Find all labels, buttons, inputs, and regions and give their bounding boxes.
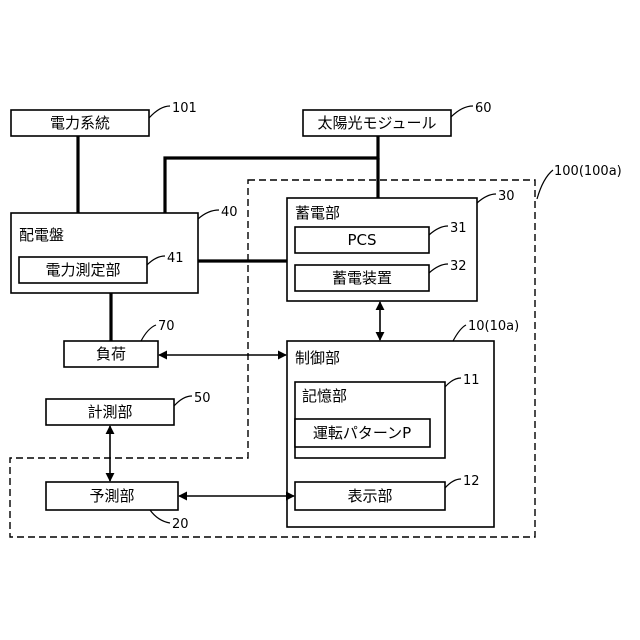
measurement-ref: 50: [194, 391, 211, 406]
memory-ref: 11: [463, 373, 480, 388]
svg-text:負荷: 負荷: [96, 345, 126, 363]
svg-text:配電盤: 配電盤: [19, 226, 64, 244]
svg-text:電力系統: 電力系統: [50, 114, 110, 132]
pcs-ref: 31: [450, 221, 467, 236]
load-block: 負荷: [64, 341, 158, 367]
svg-text:計測部: 計測部: [87, 403, 132, 421]
power-measurement-ref: 41: [167, 251, 184, 266]
load-ref: 70: [158, 319, 175, 334]
svg-text:記憶部: 記憶部: [302, 387, 347, 405]
svg-text:太陽光モジュール: 太陽光モジュール: [318, 114, 437, 132]
prediction-ref: 20: [172, 517, 189, 532]
solar-block: 太陽光モジュール: [303, 110, 451, 136]
svg-text:予測部: 予測部: [89, 487, 134, 505]
svg-text:電力測定部: 電力測定部: [45, 261, 120, 279]
svg-text:制御部: 制御部: [295, 349, 340, 367]
svg-text:表示部: 表示部: [347, 487, 392, 505]
storage-ref: 30: [498, 189, 515, 204]
svg-text:運転パターンP: 運転パターンP: [313, 424, 411, 442]
solar-ref: 60: [475, 101, 492, 116]
svg-text:蓄電装置: 蓄電装置: [332, 269, 392, 287]
prediction-block: 予測部: [46, 482, 178, 510]
storage-device-block: 蓄電装置: [295, 265, 429, 291]
operation-pattern-block: 運転パターンP: [295, 419, 430, 447]
system-ref-leader: [537, 170, 553, 199]
power-measurement-block: 電力測定部: [19, 257, 147, 283]
svg-text:PCS: PCS: [347, 231, 376, 249]
storage-device-ref: 32: [450, 259, 467, 274]
control-ref: 10(10a): [468, 319, 519, 334]
grid-ref: 101: [172, 101, 197, 116]
distribution-ref: 40: [221, 205, 238, 220]
grid-block: 電力系統: [11, 110, 149, 136]
svg-text:蓄電部: 蓄電部: [295, 204, 340, 222]
pcs-block: PCS: [295, 227, 429, 253]
display-ref: 12: [463, 474, 480, 489]
display-block: 表示部: [295, 482, 445, 510]
system-ref: 100(100a): [554, 164, 622, 179]
measurement-block: 計測部: [46, 399, 174, 425]
